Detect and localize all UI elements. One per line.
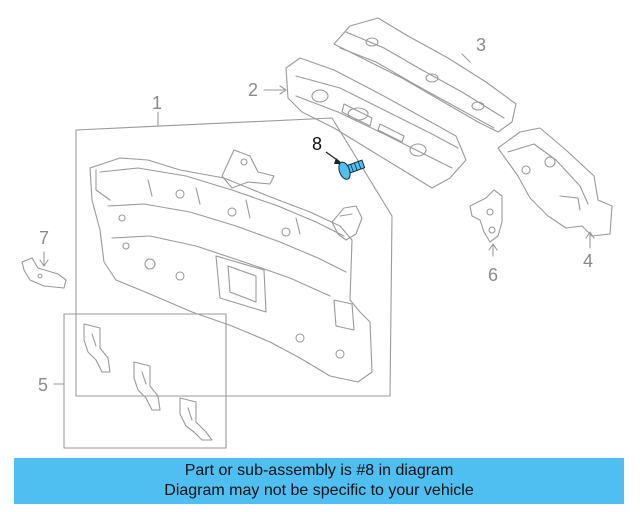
callout-1: 1 [152,93,163,113]
callout-5: 5 [38,375,49,395]
part-8-bolt[interactable] [325,151,366,181]
part-1-rear-panel [89,157,373,383]
callout-8[interactable]: 8 [312,134,323,154]
banner-line-1: Part or sub-assembly is #8 in diagram [184,462,454,479]
callout-7: 7 [39,228,50,248]
part-5-group-box [53,313,227,449]
callout-4: 4 [583,251,594,271]
part-1-group-box [75,111,393,397]
part-6-bracket [469,189,503,257]
part-7-plate [21,251,67,289]
callout-6: 6 [488,265,499,285]
part-4-side-bracket [497,127,613,249]
part-2-shelf-panel [263,57,467,189]
part-5-clips [83,323,213,441]
callout-2: 2 [248,80,259,100]
mount-bracket-upper [221,149,275,189]
mount-bracket-lower [331,205,363,241]
callout-3: 3 [476,35,487,55]
info-banner: Part or sub-assembly is #8 in diagram Di… [14,458,624,504]
part-3-upper-rail [333,17,517,133]
banner-line-2: Diagram may not be specific to your vehi… [164,482,474,499]
